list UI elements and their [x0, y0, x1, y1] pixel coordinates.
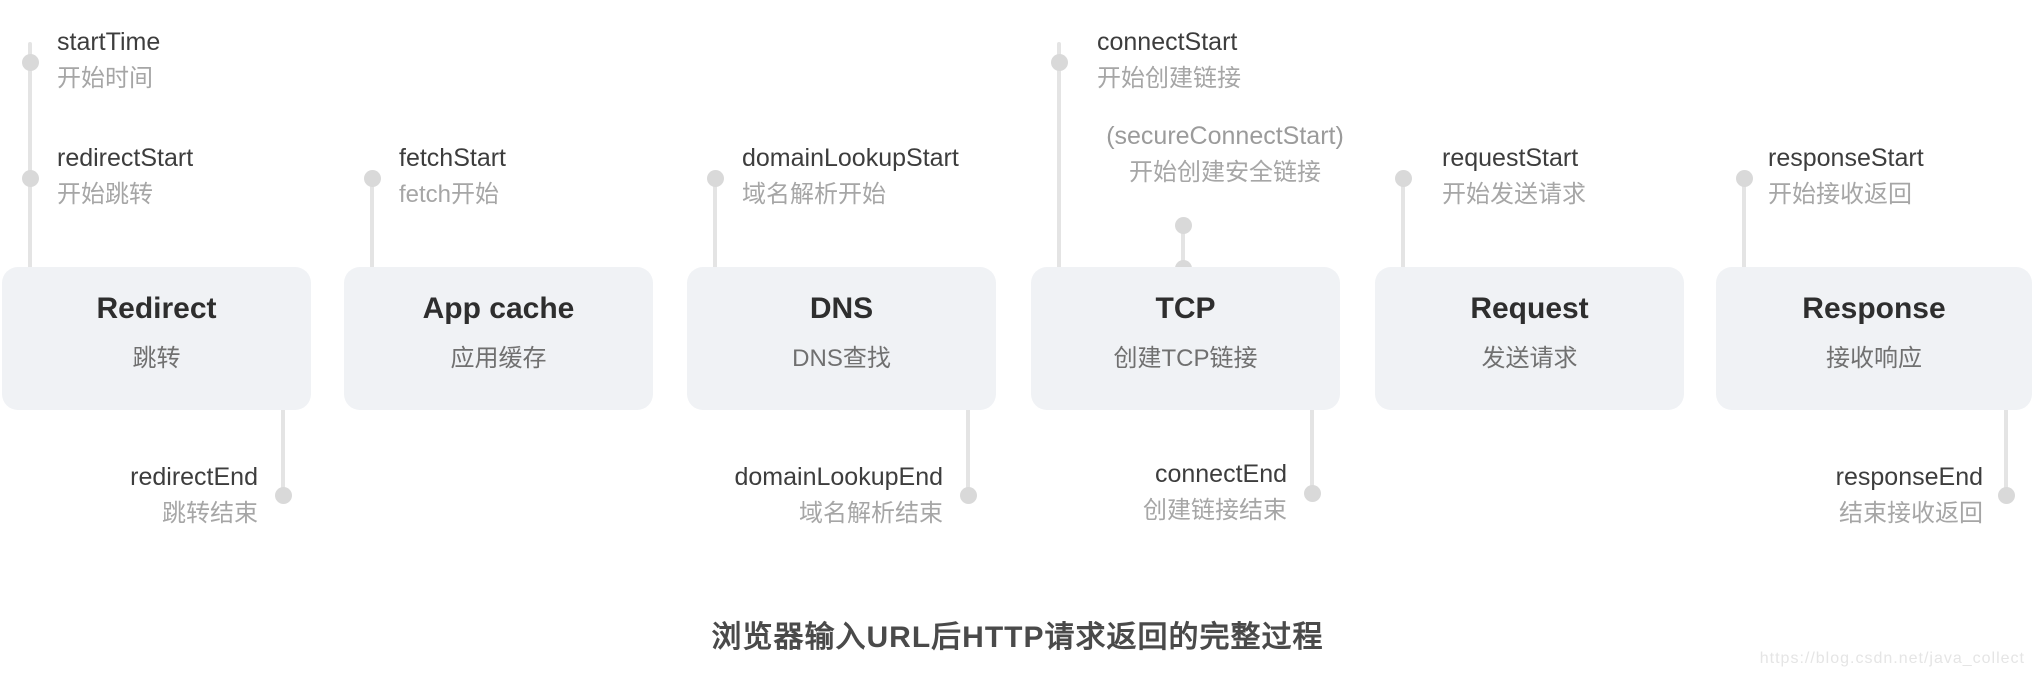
- marker-label-zh: 域名解析结束: [799, 500, 943, 527]
- stage-title: Redirect: [96, 292, 217, 325]
- marker-label-zh: 开始跳转: [57, 181, 153, 208]
- marker-label-zh: 开始发送请求: [1442, 181, 1586, 208]
- stage-box-tcp: TCP 创建TCP链接: [1031, 267, 1340, 410]
- timeline-dot: [1304, 485, 1321, 502]
- marker-label-zh: 开始接收返回: [1768, 181, 1912, 208]
- timeline-dot: [364, 170, 381, 187]
- watermark: https://blog.csdn.net/java_collect: [1759, 650, 2025, 667]
- marker-label-en: redirectStart: [57, 144, 194, 172]
- marker-label-zh: 开始创建链接: [1097, 65, 1241, 92]
- timeline-dot: [1175, 217, 1192, 234]
- marker-label-zh: 创建链接结束: [1143, 497, 1287, 524]
- marker-label-zh: 开始创建安全链接: [1129, 159, 1321, 186]
- stage-box-response: Response 接收响应: [1716, 267, 2032, 410]
- marker-response-end: responseEnd 结束接收返回: [1836, 461, 1983, 530]
- marker-label-en: fetchStart: [399, 144, 506, 172]
- timeline-dot: [22, 170, 39, 187]
- stage-box-dns: DNS DNS查找: [687, 267, 996, 410]
- marker-label-zh: 结束接收返回: [1839, 500, 1983, 527]
- stage-title: Request: [1470, 292, 1589, 325]
- marker-label-zh: 开始时间: [57, 65, 153, 92]
- marker-label-en: (secureConnectStart): [1106, 122, 1344, 150]
- diagram-caption: 浏览器输入URL后HTTP请求返回的完整过程: [711, 621, 1324, 654]
- marker-label-en: redirectEnd: [130, 463, 258, 491]
- connector-line: [1401, 178, 1405, 336]
- connector-line: [281, 336, 285, 495]
- timeline-dot: [22, 54, 39, 71]
- connector-line: [2004, 336, 2008, 495]
- marker-domain-lookup-start: domainLookupStart 域名解析开始: [742, 142, 959, 211]
- marker-redirect-start: redirectStart 开始跳转: [57, 142, 193, 211]
- stage-subtitle: 跳转: [132, 345, 181, 372]
- timeline-dot: [1998, 487, 2015, 504]
- timeline-dot: [1395, 170, 1412, 187]
- timeline-dot: [275, 487, 292, 504]
- connector-line: [1742, 178, 1746, 336]
- marker-label-en: domainLookupEnd: [734, 463, 944, 491]
- connector-line: [1181, 225, 1185, 268]
- stage-title: DNS: [809, 292, 874, 325]
- marker-domain-lookup-end: domainLookupEnd 域名解析结束: [735, 461, 944, 530]
- stage-subtitle: 接收响应: [1826, 345, 1922, 372]
- marker-label-en: connectStart: [1097, 28, 1238, 56]
- stage-subtitle: 应用缓存: [450, 345, 547, 372]
- marker-label-zh: fetch开始: [399, 181, 500, 208]
- marker-connect-end: connectEnd 创建链接结束: [1143, 458, 1287, 527]
- connector-line: [966, 336, 970, 495]
- stage-title: TCP: [1155, 292, 1216, 325]
- stage-title: Response: [1802, 292, 1946, 325]
- stage-box-redirect: Redirect 跳转: [2, 267, 311, 410]
- marker-label-en: startTime: [57, 28, 161, 56]
- connector-line: [713, 178, 717, 336]
- connector-line: [28, 42, 32, 336]
- marker-connect-start: connectStart 开始创建链接: [1097, 26, 1241, 95]
- stage-box-request: Request 发送请求: [1375, 267, 1684, 410]
- marker-redirect-end: redirectEnd 跳转结束: [130, 461, 258, 530]
- stage-subtitle: 创建TCP链接: [1113, 345, 1258, 372]
- timeline-dot: [1736, 170, 1753, 187]
- connector-line: [1310, 336, 1314, 493]
- marker-label-en: responseStart: [1768, 144, 1924, 172]
- marker-fetch-start: fetchStart fetch开始: [399, 142, 506, 211]
- timeline-dot: [1051, 54, 1068, 71]
- stage-box-app-cache: App cache 应用缓存: [344, 267, 653, 410]
- marker-start-time: startTime 开始时间: [57, 26, 160, 95]
- marker-label-en: domainLookupStart: [742, 144, 959, 172]
- connector-line: [370, 178, 374, 336]
- marker-label-zh: 域名解析开始: [742, 181, 886, 208]
- marker-secure-connect-start: (secureConnectStart) 开始创建安全链接: [1085, 120, 1365, 189]
- stage-subtitle: DNS查找: [792, 345, 891, 372]
- marker-request-start: requestStart 开始发送请求: [1442, 142, 1586, 211]
- marker-response-start: responseStart 开始接收返回: [1768, 142, 1924, 211]
- stage-subtitle: 发送请求: [1481, 345, 1578, 372]
- timeline-dot: [707, 170, 724, 187]
- marker-label-zh: 跳转结束: [162, 500, 258, 527]
- marker-label-en: requestStart: [1442, 144, 1579, 172]
- timeline-dot: [960, 487, 977, 504]
- marker-label-en: connectEnd: [1154, 460, 1287, 488]
- marker-label-en: responseEnd: [1835, 463, 1983, 491]
- connector-line: [1057, 42, 1061, 336]
- stage-title: App cache: [422, 292, 575, 325]
